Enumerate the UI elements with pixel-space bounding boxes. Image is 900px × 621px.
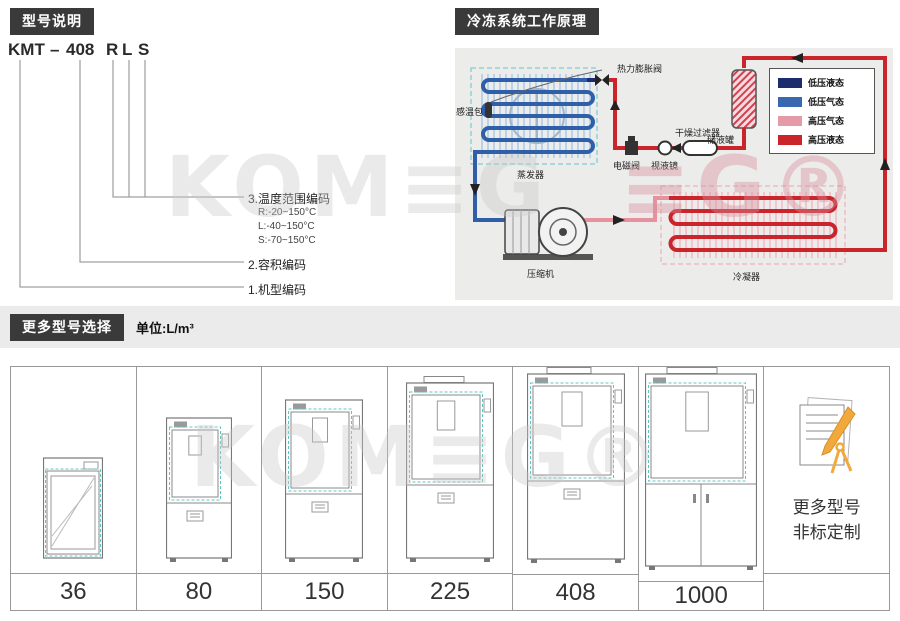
custom-models-text: 更多型号 非标定制 <box>793 495 861 546</box>
model-volume-empty <box>764 573 890 610</box>
custom-models-line2: 非标定制 <box>792 523 861 542</box>
model-token-r: R <box>106 40 119 59</box>
model-column: 225 <box>386 367 513 610</box>
chamber-art <box>262 367 387 573</box>
legend-row: 高压液态 <box>778 133 866 146</box>
refrigeration-section-title: 冷冻系统工作原理 <box>455 8 599 35</box>
custom-models-line1: 更多型号 <box>792 497 861 517</box>
label-sensor-bulb: 感温包 <box>456 107 484 117</box>
legend-swatch <box>778 77 802 88</box>
model-token-dash: – <box>50 40 60 59</box>
model-token-l: L <box>122 40 133 59</box>
chamber-art <box>639 367 764 581</box>
code-label-volume: 2.容积编码 <box>248 258 307 272</box>
model-token-series: KMT <box>8 40 45 59</box>
chamber-drawing <box>43 457 104 559</box>
legend-swatch <box>778 115 802 126</box>
model-column: 36 <box>11 367 136 610</box>
chamber-drawing <box>285 399 364 562</box>
legend-swatch <box>778 96 802 107</box>
model-volume: 80 <box>136 573 262 610</box>
chamber-art <box>388 367 513 573</box>
chamber-art <box>11 367 136 573</box>
model-token-s: S <box>138 40 150 59</box>
label-receiver: 储液罐 <box>707 135 735 145</box>
model-volume: 150 <box>262 573 387 610</box>
legend-label: 低压液态 <box>808 78 845 88</box>
temp-option-l: L:-40~150°C <box>258 221 315 232</box>
document-icon <box>799 396 856 473</box>
chamber-drawing <box>165 417 232 562</box>
legend-row: 低压液态 <box>778 76 866 89</box>
refrigeration-diagram: 感温包 热力膨胀阀 蒸发器 电磁阀 视液镜 干燥过滤器 储液罐 压缩机 冷凝器 … <box>455 48 893 300</box>
model-column: 150 <box>261 367 387 610</box>
label-condenser: 冷凝器 <box>733 272 761 282</box>
model-volume: 1000 <box>638 581 764 610</box>
chamber-drawing <box>645 367 758 570</box>
legend-swatch <box>778 134 802 145</box>
chamber-drawing <box>526 367 625 563</box>
model-token-volume: 408 <box>66 40 95 59</box>
chamber-drawing <box>406 376 495 562</box>
label-sight-glass: 视液镜 <box>651 161 679 171</box>
custom-models-art: 更多型号 非标定制 <box>764 367 889 573</box>
label-solenoid-valve: 电磁阀 <box>613 161 641 171</box>
code-label-temperature: 3.温度范围编码 <box>248 192 331 206</box>
temp-option-s: S:-70~150°C <box>258 235 316 246</box>
custom-models-column: 更多型号 非标定制 <box>763 367 890 610</box>
models-section-title: 更多型号选择 <box>10 313 124 341</box>
legend-label: 高压液态 <box>808 135 845 145</box>
model-column: 1000 <box>637 367 764 610</box>
label-filter-drier: 干燥过滤器 <box>675 128 721 138</box>
legend-label: 高压气态 <box>808 116 845 126</box>
legend-label: 低压气态 <box>808 97 845 107</box>
legend-row: 低压气态 <box>778 95 866 108</box>
model-section-title: 型号说明 <box>10 8 94 35</box>
model-volume: 36 <box>11 573 136 610</box>
model-column: 80 <box>135 367 262 610</box>
label-compressor: 压缩机 <box>527 269 555 279</box>
temp-option-r: R:-20~150°C <box>258 207 317 218</box>
chamber-art <box>137 367 262 573</box>
label-expansion-valve: 热力膨胀阀 <box>617 64 663 74</box>
label-evaporator: 蒸发器 <box>517 170 545 180</box>
model-volume: 408 <box>513 574 638 610</box>
model-volume: 225 <box>387 573 513 610</box>
chamber-art <box>513 367 638 574</box>
models-band: 更多型号选择 单位:L/m³ <box>0 306 900 348</box>
diagram-legend: 低压液态 低压气态 高压气态 高压液态 <box>769 68 875 154</box>
model-column: 408 <box>512 367 638 610</box>
unit-label: 单位:L/m³ <box>136 320 194 336</box>
code-label-machine-type: 1.机型编码 <box>248 283 307 297</box>
legend-row: 高压气态 <box>778 114 866 127</box>
model-connector-lines <box>19 60 244 288</box>
